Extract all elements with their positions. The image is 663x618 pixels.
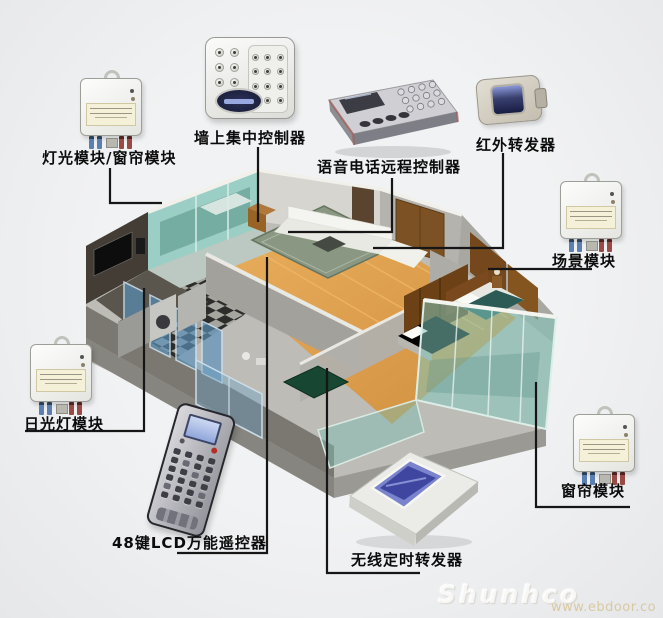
module-sticker bbox=[36, 369, 86, 392]
sofa-seat bbox=[274, 218, 392, 254]
label-light-curtain-module: 灯光模块/窗帘模块 bbox=[42, 149, 177, 167]
connector-voice-phone bbox=[288, 178, 394, 234]
label-lcd-remote: 48键LCD万能遥控器 bbox=[112, 534, 267, 552]
keypad-right bbox=[248, 45, 288, 113]
label-voice-phone: 语音电话远程控制器 bbox=[317, 158, 462, 176]
label-curtain-module: 窗帘模块 bbox=[561, 482, 626, 500]
connector-wireless-timer bbox=[325, 368, 420, 575]
home-theater-wall bbox=[86, 212, 148, 304]
connector-lines bbox=[25, 147, 630, 575]
remote-lcd bbox=[182, 413, 223, 446]
wall-controller-device bbox=[205, 37, 295, 119]
wire-terminals bbox=[80, 136, 142, 150]
remote-key-grid bbox=[160, 447, 216, 509]
green-table bbox=[282, 365, 350, 399]
module-sticker bbox=[86, 103, 136, 126]
wire-terminals bbox=[573, 472, 635, 486]
remote-lower-keys bbox=[155, 506, 200, 531]
ir-side-knob bbox=[534, 87, 548, 109]
fluorescent-module-device bbox=[30, 336, 92, 416]
label-ir-repeater: 红外转发器 bbox=[476, 136, 557, 154]
label-wall-controller: 墙上集中控制器 bbox=[194, 129, 307, 147]
ir-repeater-device bbox=[475, 74, 548, 126]
connector-curtain-module bbox=[534, 382, 630, 509]
wire-terminals bbox=[30, 402, 92, 416]
module-sticker bbox=[566, 206, 616, 229]
keypad-left bbox=[215, 48, 241, 88]
label-fluorescent-module: 日光灯模块 bbox=[24, 415, 105, 433]
watermark-url: www.ebdoor.co bbox=[551, 600, 657, 615]
light-curtain-module-device bbox=[80, 70, 142, 150]
ir-window bbox=[491, 84, 525, 115]
connector-light-curtain-module bbox=[108, 168, 162, 205]
coffee-table bbox=[312, 236, 346, 252]
connector-ir-repeater bbox=[373, 153, 505, 250]
oval-lcd-display bbox=[217, 90, 261, 112]
scene-module-device bbox=[560, 173, 622, 253]
label-wireless-timer: 无线定时转发器 bbox=[351, 551, 464, 569]
wire-terminals bbox=[560, 239, 622, 253]
power-button bbox=[210, 446, 218, 455]
module-sticker bbox=[579, 439, 629, 462]
connector-fluorescent-module bbox=[25, 288, 146, 433]
label-scene-module: 场景模块 bbox=[552, 252, 617, 270]
voice-phone-controller-device bbox=[328, 79, 459, 158]
connector-lcd-remote bbox=[177, 257, 269, 555]
watermark-logo: Shunhco bbox=[438, 580, 581, 609]
phone-key-grid bbox=[397, 80, 446, 113]
glass-walls bbox=[195, 298, 558, 469]
wireless-timer-device bbox=[349, 451, 479, 549]
curtain-module-device bbox=[573, 406, 635, 486]
